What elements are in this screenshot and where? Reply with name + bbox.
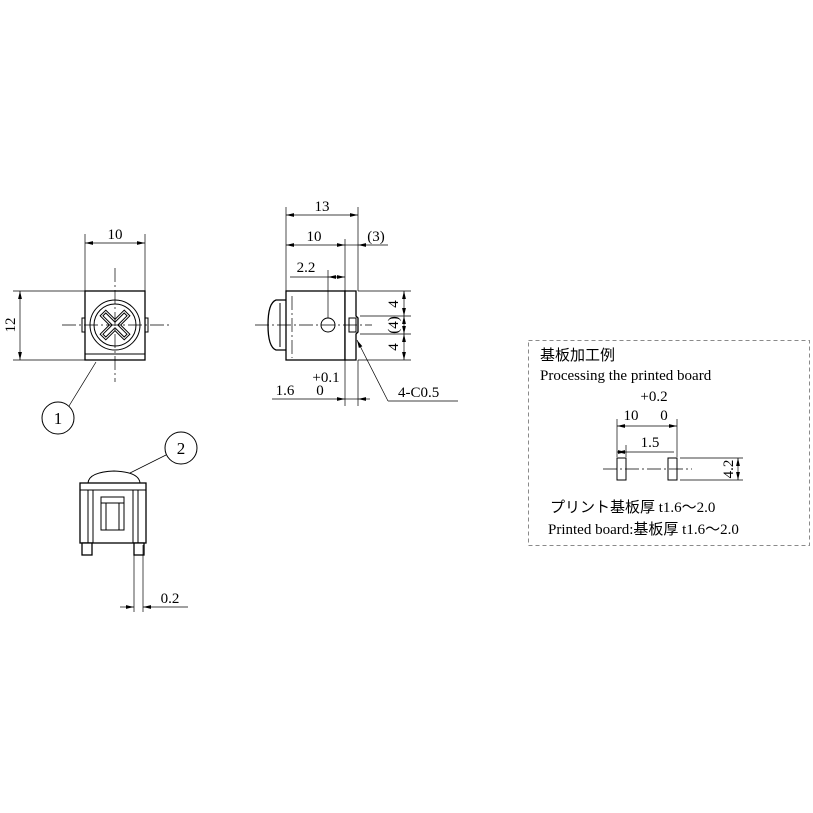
lead-width-dim: 1.6 [276, 383, 295, 399]
bottom-dome [87, 470, 141, 484]
callout-leader [129, 454, 167, 474]
body-width-dim: 10 [307, 229, 322, 245]
callout-number-2: 2 [177, 439, 186, 458]
upper-height-dim: 4 [386, 300, 402, 308]
front-height-dim: 12 [3, 318, 19, 333]
side-tab [344, 290, 359, 361]
callout-number-1: 1 [54, 409, 63, 428]
tab-width-dim: (3) [367, 229, 385, 245]
callout-circle-2 [164, 431, 198, 465]
pcb-thickness-en: Printed board:基板厚 t1.6～2.0 [548, 520, 739, 538]
bottom-shaft [100, 496, 125, 531]
lower-height-dim: 4 [386, 343, 402, 351]
pitch-dim: 10 [624, 408, 639, 424]
pcb-box-border [528, 340, 810, 546]
lead-tolerance-lower: 0 [316, 383, 324, 399]
slot-length-dim: 4.2 [721, 460, 737, 479]
hole-position-dim: 2.2 [297, 260, 316, 276]
pitch-tolerance-upper: +0.2 [640, 389, 667, 405]
right-lead [133, 542, 145, 556]
chamfer-leader [356, 339, 389, 402]
lead-tolerance-upper: +0.1 [312, 370, 339, 386]
side-view: 13 10 (3) 2.2 4 (4) 4 +0.1 1.6 0 4-C [255, 199, 458, 406]
front-width-dim: 10 [108, 227, 123, 243]
left-lead [81, 542, 93, 556]
pitch-tolerance-lower: 0 [660, 408, 668, 424]
pcb-title-jp: 基板加工例 [540, 346, 615, 364]
bottom-body [79, 482, 147, 544]
side-body [285, 290, 346, 361]
pcb-thickness-jp: プリント基板厚 t1.6～2.0 [550, 498, 715, 516]
callout-leader [68, 361, 97, 407]
chamfer-note: 4-C0.5 [398, 385, 439, 401]
slot-width-dim: 1.5 [641, 435, 660, 451]
pcb-title-en: Processing the printed board [540, 368, 712, 384]
middle-height-dim: (4) [386, 316, 402, 334]
overall-width-dim: 13 [315, 199, 330, 215]
pcb-processing-box: 基板加工例 Processing the printed board +0.2 … [528, 340, 810, 546]
cross-slot-icon [99, 309, 131, 341]
bottom-view: 0.2 2 [79, 431, 198, 612]
callout-circle-1 [41, 401, 75, 435]
lead-thickness-dim: 0.2 [161, 591, 180, 607]
front-view: 10 12 1 [3, 227, 172, 435]
